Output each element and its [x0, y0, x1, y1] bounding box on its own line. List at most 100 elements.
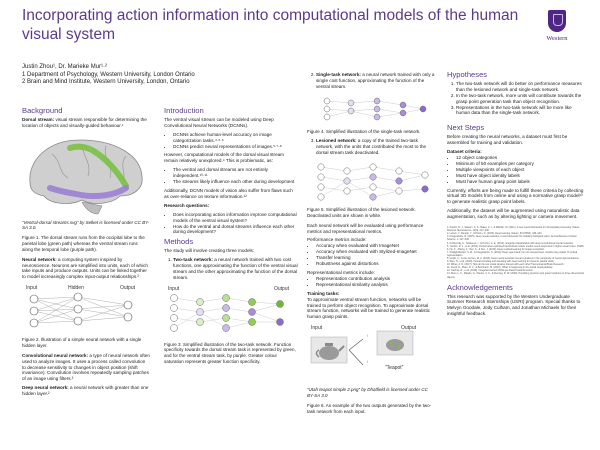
reference-item: 3. Kriegeskorte, N. (2015). Deep neural …: [447, 235, 577, 242]
intro-list-1: DCNNs achieve human-level accuracy on im…: [164, 132, 298, 150]
author-block: Justin Zhou¹, Dr. Marieke Mur¹·² 1 Depar…: [22, 64, 292, 87]
methods-list: Two-task network: a neural network train…: [164, 257, 298, 281]
methods-list-cont: Single-task network: a neural network tr…: [307, 72, 435, 90]
term: Dorsal stream:: [22, 116, 55, 122]
list-item: Representational similarity analysis: [316, 282, 435, 288]
intro-p2: However, computational models of the dor…: [164, 152, 285, 164]
intro-p1: The ventral visual stream can be modeled…: [164, 116, 274, 128]
next-steps-p2: Currently, efforts are being made to ful…: [447, 187, 584, 205]
list-item: Lesioned network: a copy of the trained …: [316, 138, 435, 156]
neural-network-def: Neural network: a computing system inspi…: [22, 257, 150, 281]
logo-wordmark: Western: [546, 35, 568, 42]
ventral-output-symbol: f: [367, 359, 369, 364]
reference-item: 6. He, K., Zhang, X., Ren, S., & Sun, J.…: [447, 247, 545, 251]
performance-label: Performance metrics include:: [307, 237, 367, 243]
hypotheses-list: The two-task network will do better on p…: [447, 81, 585, 116]
brain-image: [29, 139, 143, 215]
column-background: Background Dorsal stream: visual stream …: [22, 106, 150, 400]
fig3-label-input: Input: [168, 286, 180, 292]
label: Research questions:: [164, 202, 210, 208]
list-item: In the two-task network, more units will…: [456, 93, 585, 105]
criteria-label: Dataset criteria:: [447, 149, 585, 155]
list-item: Multiple viewpoints of each object: [456, 167, 585, 173]
list-item: Two-task network: a neural network train…: [173, 257, 298, 281]
label: Training tasks:: [307, 290, 340, 296]
simple-nn-figure: Input Hidden Output: [22, 283, 150, 335]
def-text: a neural network with greater than one h…: [22, 385, 149, 397]
two-task-diagram: Input Output: [168, 286, 290, 332]
teapot-figure: Input Output f f “Teapot”: [307, 323, 435, 385]
list-item: Accuracy when evaluated with ImageNet: [316, 243, 435, 249]
def-text: a type of neural network often used to a…: [22, 352, 150, 382]
list-item: DCNNs predict neural representations of …: [173, 144, 298, 150]
nn-label-input: Input: [26, 285, 38, 291]
nn-label-hidden: Hidden: [68, 285, 84, 291]
list-item: The streams likely influence each other …: [173, 179, 298, 185]
nn-diagram: Input Hidden Output: [26, 285, 136, 328]
reference-item: 2. LeCun, Y., Bengio, Y., & Hinton, G. (…: [447, 232, 543, 236]
crest-icon: [548, 10, 566, 32]
term: Deep neural network:: [22, 385, 69, 391]
methods-heading: Methods: [164, 237, 194, 247]
references: 1. Kravitz, D. J., Saleem, K. S., Baker,…: [447, 226, 585, 279]
two-task-figure: Input Output: [164, 284, 298, 340]
figure-4-caption: Figure 4. Simplified illustration of the…: [307, 128, 421, 134]
intro-list-2: The ventral and dorsal streams are not e…: [164, 167, 298, 185]
intro-p3: Additionally, DCNN models of vision also…: [164, 187, 293, 199]
performance-list: Accuracy when evaluated with ImageNet Ac…: [307, 243, 435, 267]
list-item: Transfer learning: [316, 255, 435, 261]
term: Neural network:: [22, 256, 57, 262]
representational-list: Representation contribution analysis Rep…: [307, 276, 435, 288]
reference-item: 7. Khaligh-Razavi, S. M., & Kriegeskorte…: [447, 250, 578, 257]
research-questions-label: Research questions:: [164, 203, 298, 209]
background-heading: Background: [22, 106, 63, 115]
reference-item: 10. Milner, A. D. (2017). How do the two…: [447, 263, 565, 267]
brain-license: “Ventral-dorsal streams.svg” by Selket i…: [22, 219, 150, 231]
teapot-output-label: “Teapot”: [385, 365, 404, 371]
def-text: visual stream responsible for determinin…: [22, 116, 147, 128]
brain-figure: [22, 132, 150, 218]
single-task-diagram: [323, 97, 427, 120]
def-text: a copy of the trained two-task network, …: [316, 138, 427, 156]
teapot-license: “Utah teapot simple 2.png” by Dhatfield …: [307, 387, 428, 398]
fig3-label-output: Output: [274, 286, 290, 292]
list-item: Accuracy when evaluated with Stylized-Im…: [316, 249, 435, 255]
reference-item: 5. Yamins, D. L., et al. (2014). Perform…: [447, 244, 585, 248]
next-steps-heading: Next Steps: [447, 123, 485, 133]
reference-item: 9. Wen, H., et al. (2018). Neural encodi…: [447, 260, 555, 264]
list-item: 12 object categories: [456, 155, 585, 161]
dorsal-output-symbol: f: [367, 333, 369, 338]
term: Convolutional neural network:: [22, 352, 89, 358]
list-item: Robustness against distortions: [316, 261, 435, 267]
next-steps-p3: Additionally, the dataset will be augmen…: [447, 208, 580, 220]
affiliation-1: 1 Department of Psychology, Western Univ…: [22, 71, 195, 78]
list-item: Representation contribution analysis: [316, 276, 435, 282]
figure-2-caption: Figure 2. Illustration of a simple neura…: [22, 337, 142, 348]
reference-item: 8. Güçlü, U., & van Gerven, M. A. (2015)…: [447, 256, 580, 260]
label: Dataset criteria:: [447, 149, 482, 155]
term: Single-task network:: [316, 72, 361, 77]
acknowledgements-heading: Acknowledgements: [447, 282, 513, 292]
figure-3-caption: Figure 3. Simplified illustration of the…: [164, 341, 296, 365]
list-item: Must have object identity labels: [456, 173, 585, 179]
methods-list-cont-2: Lesioned network: a copy of the trained …: [307, 138, 435, 156]
list-item: Minimum of 50 examples per category: [456, 161, 585, 167]
poster-title: Incorporating action information into co…: [22, 7, 519, 43]
poster-header: Incorporating action information into co…: [0, 0, 600, 56]
reference-item: 13. Klein, L. K., Maiello, G., Paulun, V…: [447, 272, 584, 279]
cnn-def: Convolutional neural network: a type of …: [22, 353, 150, 383]
reference-item: 12. Geirhos, R., et al. (2019). ImageNet…: [447, 269, 534, 273]
list-item: The two-task network will do better on p…: [456, 81, 585, 93]
criteria-list: 12 object categories Minimum of 50 examp…: [447, 155, 585, 185]
methods-p1: The study will involve creating three mo…: [164, 248, 255, 254]
dorsal-stream-def: Dorsal stream: visual stream responsible…: [22, 117, 150, 129]
def-text: a neural network trained with only a sin…: [316, 72, 435, 89]
column-intro-methods: Introduction The ventral visual stream c…: [164, 107, 298, 369]
single-task-figure: [307, 93, 435, 127]
training-text: To approximate ventral stream function, …: [307, 296, 431, 320]
term: Two-task network:: [173, 257, 213, 263]
list-item: DCNNs achieve human-level accuracy on im…: [173, 132, 298, 144]
fig6-output-label: Output: [401, 325, 417, 331]
list-item: How do the ventral and dorsal streams in…: [173, 224, 298, 236]
author-names: Justin Zhou¹, Dr. Marieke Mur¹·²: [22, 64, 108, 70]
